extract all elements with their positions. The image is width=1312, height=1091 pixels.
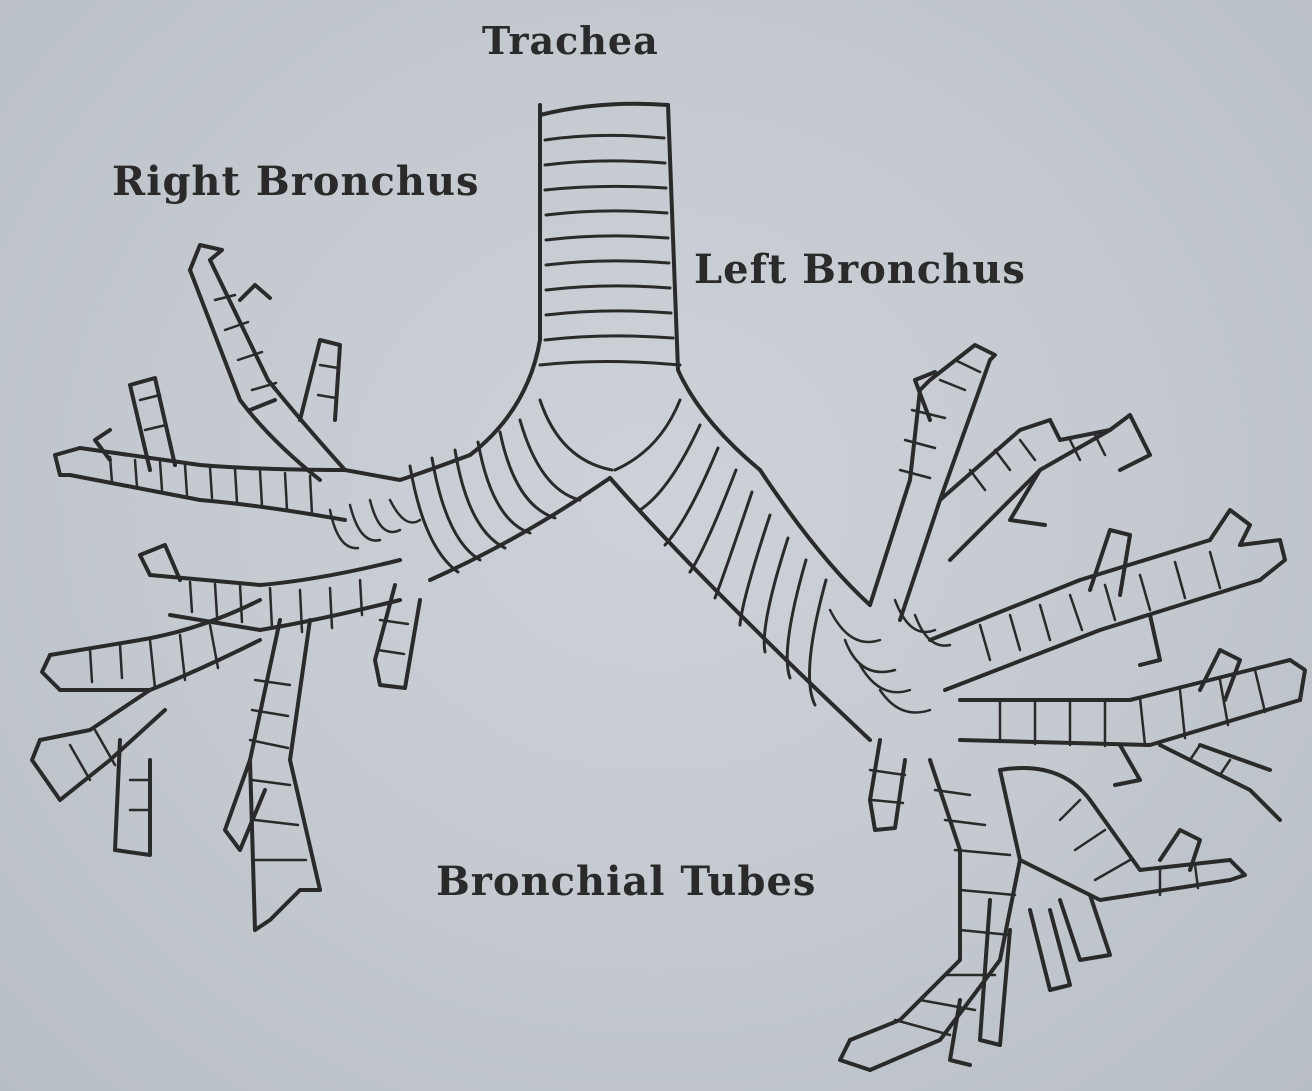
left-branch-rings — [870, 360, 1265, 1035]
right-branches — [32, 245, 420, 930]
right-branch-rings — [70, 295, 408, 860]
right-bronchus-label: Right Bronchus — [112, 162, 480, 202]
left-branches — [840, 345, 1305, 1070]
main-bronchi — [345, 455, 870, 740]
left-bronchus-label: Left Bronchus — [694, 250, 1026, 290]
junction-detail — [330, 500, 950, 713]
bronchial-tubes-label: Bronchial Tubes — [436, 862, 816, 902]
bronchus-rings — [410, 400, 826, 705]
trachea-label: Trachea — [482, 22, 659, 60]
trachea-rings — [540, 135, 680, 365]
